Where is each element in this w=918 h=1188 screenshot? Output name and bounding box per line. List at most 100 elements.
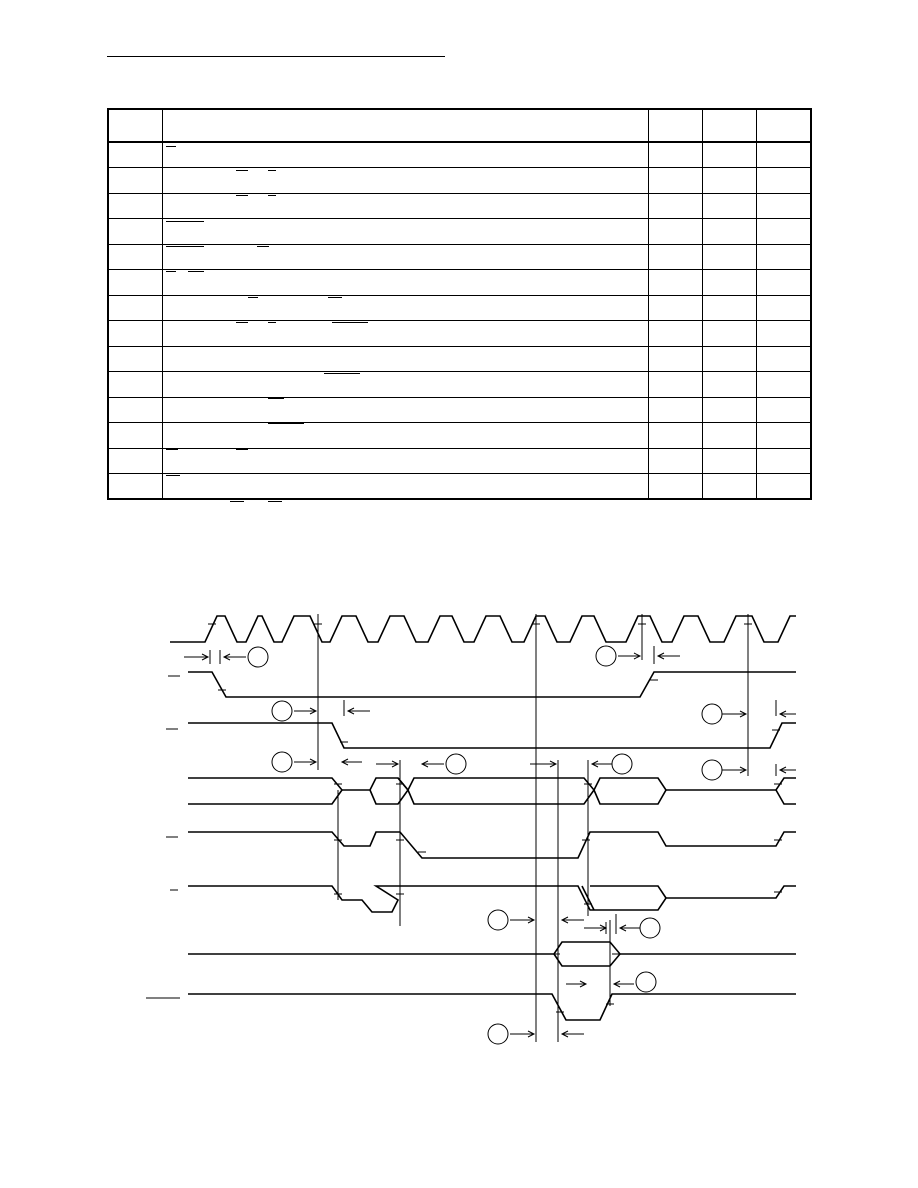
table-cell (701, 345, 757, 372)
table-cell (107, 320, 163, 347)
table-row (107, 141, 812, 168)
table-cell (647, 473, 703, 500)
table-cell (161, 422, 649, 449)
table-header-cell (107, 108, 163, 143)
signal-3-waveform (188, 831, 796, 859)
table-cell (755, 243, 812, 270)
marker-circle (701, 703, 723, 725)
table-row (107, 396, 812, 423)
table-cell (701, 167, 757, 194)
marker-circle (595, 645, 617, 667)
table-cell (647, 192, 703, 219)
table-cell (647, 167, 703, 194)
table-header-row (107, 108, 812, 143)
table-cell (647, 269, 703, 296)
marker-circle (701, 759, 723, 781)
table-cell (755, 141, 812, 168)
marker-circle (487, 909, 509, 931)
table-row (107, 269, 812, 296)
table-cell (161, 473, 649, 500)
table-cell (107, 345, 163, 372)
table-row (107, 294, 812, 321)
table-cell (107, 422, 163, 449)
marker-circle (487, 1023, 509, 1045)
table-cell (161, 396, 649, 423)
table-header-cell (647, 108, 703, 143)
table-cell (755, 422, 812, 449)
table-cell (755, 294, 812, 321)
table-cell (107, 141, 163, 168)
marker-circle (445, 753, 467, 775)
table-cell (755, 218, 812, 245)
table-cell (701, 218, 757, 245)
transition-ticks (208, 623, 782, 1013)
table-cell (107, 371, 163, 398)
table-row (107, 243, 812, 270)
timing-parameter-table (107, 108, 812, 500)
table-cell (161, 269, 649, 296)
table-row (107, 371, 812, 398)
table-cell (161, 218, 649, 245)
table-row (107, 167, 812, 194)
timing-diagram (146, 614, 796, 1045)
table-cell (755, 371, 812, 398)
signal-1-waveform (188, 671, 796, 698)
timing-markers (247, 645, 723, 1045)
table-cell (701, 371, 757, 398)
table-cell (647, 320, 703, 347)
table-cell (107, 447, 163, 474)
table-cell (107, 473, 163, 500)
table-cell (755, 269, 812, 296)
table-header-cell (755, 108, 812, 143)
table-cell (755, 473, 812, 500)
table-cell (647, 294, 703, 321)
table-cell (647, 396, 703, 423)
table-cell (647, 371, 703, 398)
marker-circle (271, 751, 293, 773)
table-cell (161, 167, 649, 194)
table-cell (161, 345, 649, 372)
table-cell (107, 243, 163, 270)
table-cell (755, 192, 812, 219)
table-row (107, 447, 812, 474)
marker-circle (271, 700, 293, 722)
table-cell (107, 218, 163, 245)
table-cell (107, 294, 163, 321)
table-row (107, 345, 812, 372)
table-cell (647, 447, 703, 474)
table-cell (701, 320, 757, 347)
table-cell (755, 345, 812, 372)
table-cell (161, 141, 649, 168)
table-row (107, 192, 812, 219)
bus-waveform (188, 777, 796, 805)
table-row (107, 320, 812, 347)
table-cell (107, 396, 163, 423)
signal-4-waveform (188, 885, 796, 913)
table-header-cell (701, 108, 757, 143)
marker-circle (639, 917, 661, 939)
table-cell (161, 320, 649, 347)
table-cell (755, 396, 812, 423)
table-cell (107, 192, 163, 219)
table-cell (161, 243, 649, 270)
marker-circle (611, 753, 633, 775)
table-cell (755, 167, 812, 194)
table-cell (701, 473, 757, 500)
timing-arrows (184, 652, 796, 1038)
table-cell (701, 294, 757, 321)
clock-waveform (188, 615, 796, 643)
table-cell (647, 141, 703, 168)
table-cell (647, 243, 703, 270)
table-cell (161, 371, 649, 398)
title-rule (107, 56, 445, 57)
table-cell (161, 192, 649, 219)
table-row (107, 218, 812, 245)
table-cell (647, 218, 703, 245)
marker-circle (635, 971, 657, 993)
table-cell (701, 396, 757, 423)
reference-lines (209, 614, 777, 1042)
table-cell (161, 447, 649, 474)
table-cell (701, 192, 757, 219)
table-cell (107, 269, 163, 296)
signal-5-waveform (188, 993, 796, 1021)
